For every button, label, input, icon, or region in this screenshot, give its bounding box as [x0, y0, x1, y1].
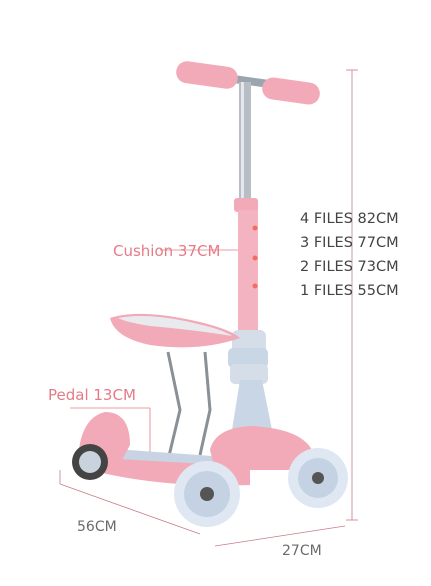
- height-settings-list: 4 FILES 82CM 3 FILES 77CM 2 FILES 73CM 1…: [300, 207, 399, 303]
- cushion-height-label: Cushion 37CM: [113, 242, 221, 260]
- height-setting-2: 2 FILES 73CM: [300, 259, 399, 275]
- left-grip: [176, 61, 238, 89]
- stem-clamp: [234, 198, 258, 212]
- pedal-height-label: Pedal 13CM: [48, 386, 136, 404]
- right-grip: [262, 77, 320, 105]
- scooter: [72, 61, 348, 527]
- length-dimension-label: 56CM: [77, 519, 117, 535]
- width-dimension-label: 27CM: [282, 543, 322, 559]
- dimension-lines: [59, 69, 358, 547]
- height-setting-3: 3 FILES 77CM: [300, 235, 399, 251]
- stem-lower: [238, 210, 258, 335]
- height-setting-1: 1 FILES 55CM: [300, 283, 399, 299]
- height-setting-4: 4 FILES 82CM: [300, 211, 399, 227]
- stem-top: [239, 82, 251, 202]
